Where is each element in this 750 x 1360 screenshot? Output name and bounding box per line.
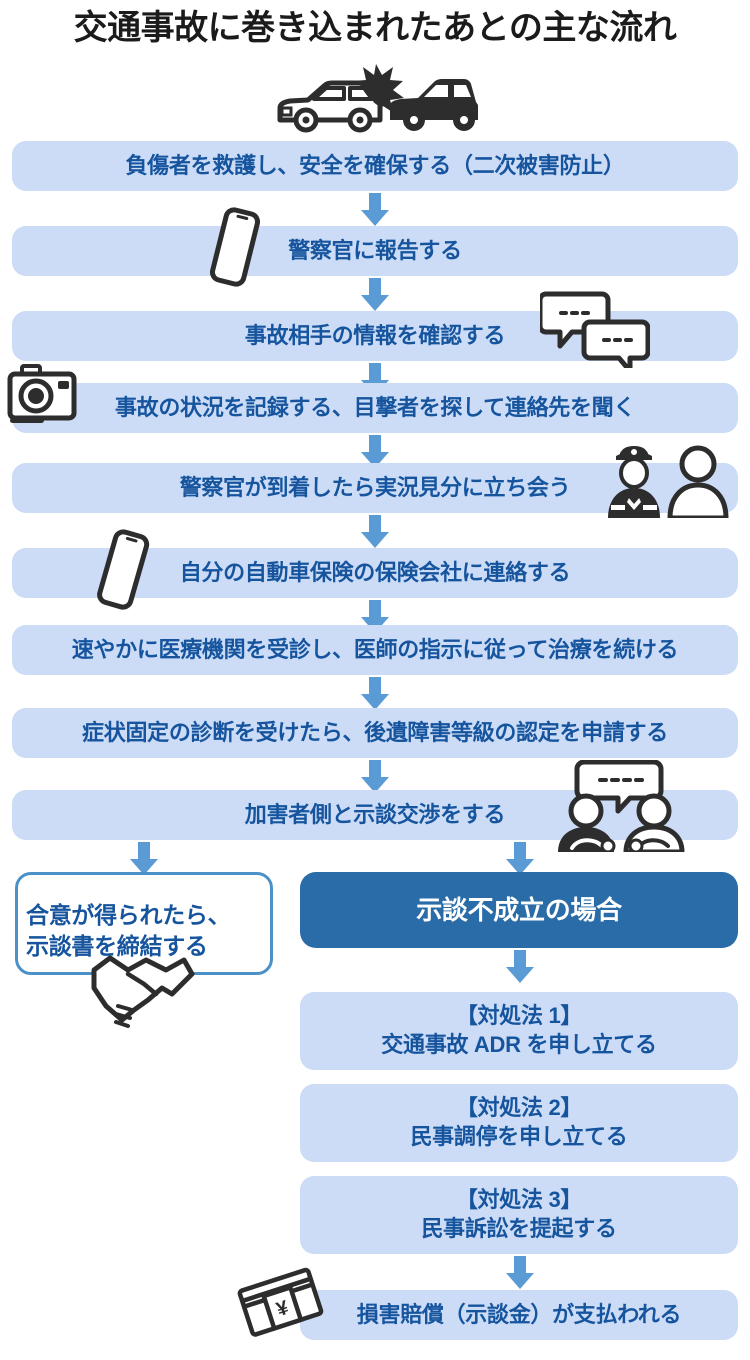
flow-step-8[interactable]: 症状固定の診断を受けたら、後遺障害等級の認定を申請する [12, 708, 738, 758]
arrow-down-7 [358, 677, 392, 711]
arrow-down-2 [358, 278, 392, 312]
camera-icon [6, 363, 78, 425]
arrow-down-6 [358, 600, 392, 634]
option-2-line2: 民事調停を申し立てる [410, 1124, 628, 1149]
flow-step-9-label: 加害者側と示談交渉をする [244, 802, 506, 828]
arrow-down-branch-left [127, 842, 161, 876]
flow-step-3-label: 事故相手の情報を確認する [244, 323, 506, 349]
outcome-label: 損害賠償（示談金）が支払われる [356, 1302, 682, 1328]
arrow-down-branch-right [503, 842, 537, 876]
smartphone-icon [205, 205, 265, 290]
flow-step-4-label: 事故の状況を記録する、目撃者を探して連絡先を聞く [114, 395, 636, 421]
police-officer-and-person-icon [594, 442, 734, 518]
flow-step-7-label: 速やかに医療機関を受診し、医師の指示に従って治療を続ける [71, 637, 679, 663]
car-crash-icon [268, 58, 484, 138]
option-1-line2: 交通事故 ADR を申し立てる [381, 1032, 657, 1057]
flow-step-5[interactable]: 警察官が到着したら実況見分に立ち会う [12, 463, 738, 513]
flow-step-1-label: 負傷者を救護し、安全を確保する（二次被害防止） [125, 153, 625, 179]
two-people-negotiating-icon [548, 760, 708, 852]
settlement-failed-header[interactable]: 示談不成立の場合 [300, 872, 738, 948]
arrow-down-4 [358, 435, 392, 469]
flow-step-1[interactable]: 負傷者を救護し、安全を確保する（二次被害防止） [12, 141, 738, 191]
arrow-down-outcome [503, 1256, 537, 1290]
smartphone-icon [92, 527, 154, 613]
flow-step-7[interactable]: 速やかに医療機関を受診し、医師の指示に従って治療を続ける [12, 625, 738, 675]
option-3-line2: 民事訴訟を提起する [421, 1216, 617, 1241]
option-2-box[interactable]: 【対処法 2】 民事調停を申し立てる [300, 1084, 738, 1162]
flow-step-4[interactable]: 事故の状況を記録する、目撃者を探して連絡先を聞く [12, 383, 738, 433]
arrow-down-5 [358, 515, 392, 549]
settlement-agreed-line2: 示談書を締結する [26, 932, 208, 959]
page-title: 交通事故に巻き込まれたあとの主な流れ [73, 9, 677, 47]
option-2-line1: 【対処法 2】 [455, 1095, 583, 1121]
money-bundle-icon: ¥ [236, 1265, 328, 1349]
flow-step-5-label: 警察官が到着したら実況見分に立ち会う [179, 475, 571, 501]
option-1-box[interactable]: 【対処法 1】 交通事故 ADR を申し立てる [300, 992, 738, 1070]
speech-bubbles-icon [540, 288, 650, 368]
option-3-line1: 【対処法 3】 [455, 1187, 583, 1213]
settlement-agreed-box[interactable]: 合意が得られたら、 示談書を締結する [15, 872, 273, 975]
flow-step-6-label: 自分の自動車保険の保険会社に連絡する [179, 560, 571, 586]
arrow-down-8 [358, 760, 392, 794]
settlement-failed-header-label: 示談不成立の場合 [416, 894, 622, 925]
flow-step-2-label: 警察官に報告する [288, 238, 462, 264]
flow-step-8-label: 症状固定の診断を受けたら、後遺障害等級の認定を申請する [82, 720, 668, 746]
arrow-down-option-1 [503, 950, 537, 984]
option-1-line1: 【対処法 1】 [455, 1003, 583, 1029]
settlement-agreed-line1: 合意が得られたら、 [26, 902, 231, 929]
option-3-box[interactable]: 【対処法 3】 民事訴訟を提起する [300, 1176, 738, 1254]
outcome-box[interactable]: 損害賠償（示談金）が支払われる [300, 1290, 738, 1340]
handshake-icon [88, 948, 198, 1038]
flow-step-2[interactable]: 警察官に報告する [12, 226, 738, 276]
arrow-down-1 [358, 193, 392, 227]
